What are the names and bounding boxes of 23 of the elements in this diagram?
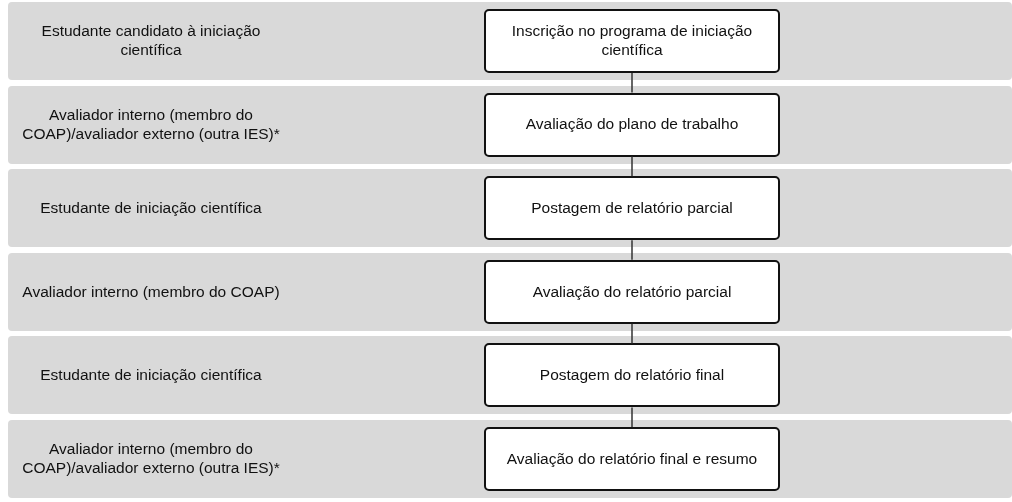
connector-line [631,155,633,177]
process-box: Postagem do relatório final [484,343,780,408]
process-box: Inscrição no programa de iniciação científica [484,9,780,73]
swimlane-band [8,336,1012,415]
swimlane-band [8,252,1012,331]
lane-label: Estudante candidato à iniciação científica [40,22,262,60]
lane-label: Estudante de iniciação científica [40,198,262,218]
connector-line [631,323,633,345]
swimlane-band [8,420,1012,498]
swimlane-band [8,85,1012,164]
lane-label: Avaliador interno (membro do COAP)/avaliador externo (outra IES)* [21,106,281,144]
process-box: Avaliação do plano de trabalho [484,92,780,157]
process-box: Avaliação do relatório final e resumo [484,427,780,491]
connector-line [631,406,633,428]
swimlane-band [8,169,1012,248]
process-box: Postagem de relatório parcial [484,176,780,241]
process-box: Avaliação do relatório parcial [484,259,780,324]
lane-label: Estudante de iniciação científica [40,366,262,385]
lane-label: Avaliador interno (membro do COAP)/avaliador externo (outra IES)* [21,440,281,478]
swimlane-band [8,2,1012,80]
connector-line [631,72,633,94]
lane-label: Avaliador interno (membro do COAP) [22,282,280,302]
connector-line [631,239,633,261]
